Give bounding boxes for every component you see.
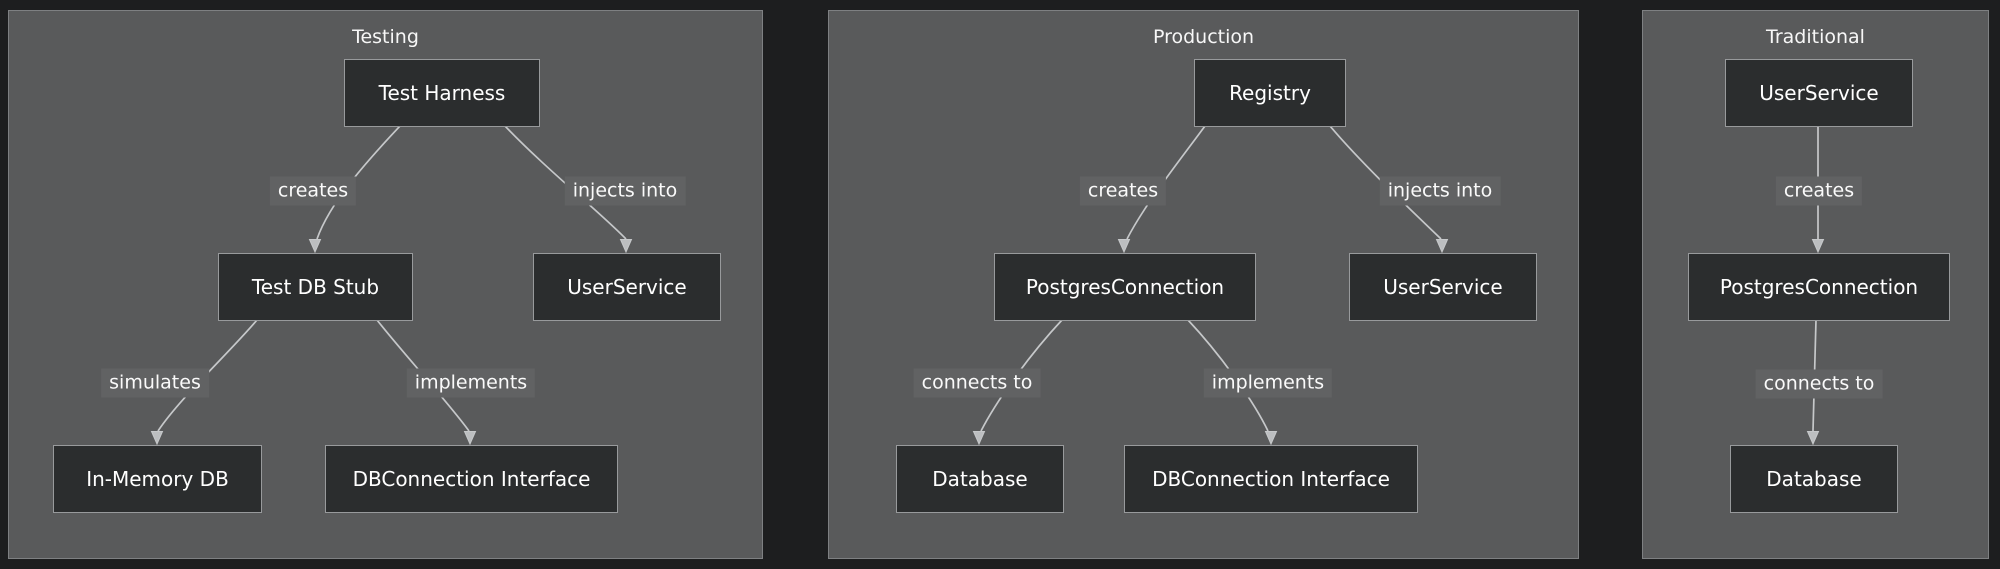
edge-label-creates: creates <box>1775 176 1863 206</box>
node-user-service: UserService <box>533 253 721 321</box>
edge-label-connects-to: connects to <box>1755 369 1883 399</box>
node-postgres-connection: PostgresConnection <box>994 253 1256 321</box>
edge-label-simulates: simulates <box>101 368 209 398</box>
cluster-traditional: Traditional UserService PostgresConnecti… <box>1642 10 1989 559</box>
edge-label-injects-into: injects into <box>564 176 686 206</box>
cluster-title: Production <box>1152 26 1255 48</box>
node-test-harness: Test Harness <box>344 59 540 127</box>
node-user-service: UserService <box>1349 253 1537 321</box>
cluster-testing: Testing Test Harness Test DB Stub UserSe… <box>8 10 763 559</box>
cluster-title: Traditional <box>1766 26 1865 48</box>
cluster-title: Testing <box>352 26 419 48</box>
node-user-service: UserService <box>1725 59 1913 127</box>
node-database: Database <box>896 445 1064 513</box>
edge-label-creates: creates <box>1079 176 1167 206</box>
node-in-memory-db: In-Memory DB <box>53 445 262 513</box>
edge-label-injects-into: injects into <box>1379 176 1501 206</box>
node-postgres-connection: PostgresConnection <box>1688 253 1950 321</box>
node-dbconnection-interface: DBConnection Interface <box>1124 445 1418 513</box>
node-registry: Registry <box>1194 59 1346 127</box>
edge-label-implements: implements <box>406 368 536 398</box>
node-dbconnection-interface: DBConnection Interface <box>325 445 618 513</box>
edge-label-connects-to: connects to <box>913 368 1041 398</box>
node-database: Database <box>1730 445 1898 513</box>
edge-label-implements: implements <box>1203 368 1333 398</box>
edge-label-creates: creates <box>269 176 357 206</box>
cluster-production: Production Registry PostgresConnection U… <box>828 10 1579 559</box>
node-test-db-stub: Test DB Stub <box>218 253 413 321</box>
